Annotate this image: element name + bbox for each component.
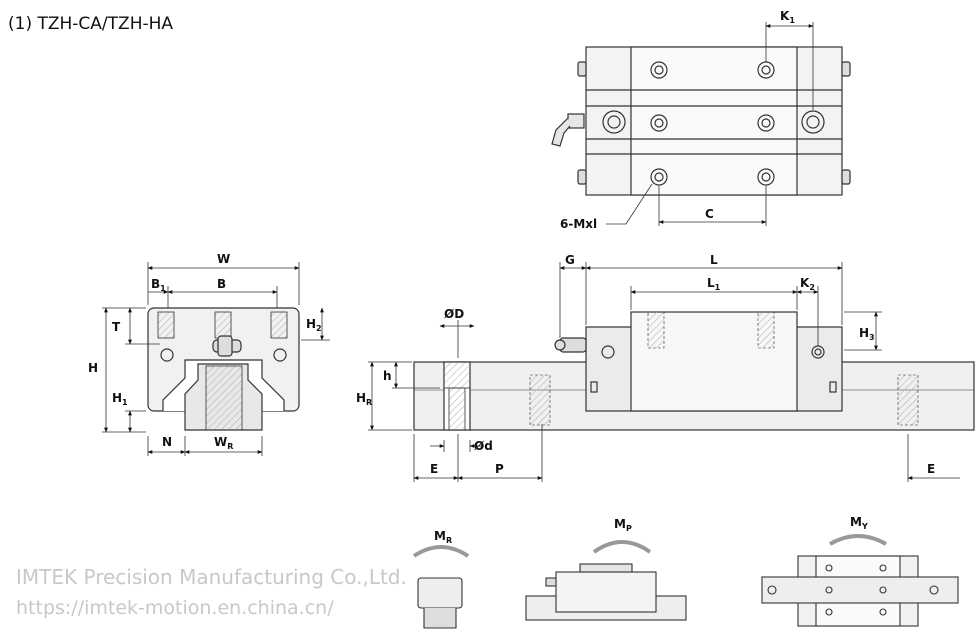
watermark-company: IMTEK Precision Manufacturing Co.,Ltd. xyxy=(16,565,407,589)
k2-label: K2 xyxy=(800,276,815,292)
mp-label: MP xyxy=(614,517,632,533)
t-label: T xyxy=(112,320,121,334)
e-right-label: E xyxy=(927,462,935,476)
h2-label: H2 xyxy=(306,317,322,333)
wr-label: WR xyxy=(214,435,233,451)
small-od-label: Ød xyxy=(474,439,493,453)
watermark-url: https://imtek-motion.en.china.cn/ xyxy=(16,597,334,619)
mr-label: MR xyxy=(434,529,452,545)
top-view xyxy=(551,22,851,226)
k1-label: K1 xyxy=(780,9,795,25)
e-left-label: E xyxy=(430,462,438,476)
small-h-label: h xyxy=(383,369,392,383)
h-label: H xyxy=(88,361,98,375)
end-view xyxy=(102,262,330,456)
hr-label: HR xyxy=(356,391,372,407)
h3-label: H3 xyxy=(859,326,875,342)
b-label: B xyxy=(217,277,226,291)
grease-nipple-icon xyxy=(212,335,242,357)
b1-label: B1 xyxy=(151,277,166,293)
moment-mr-icon xyxy=(412,545,470,629)
n-label: N xyxy=(162,435,172,449)
mounting-holes xyxy=(650,61,775,186)
moment-my-icon xyxy=(761,534,959,627)
od-label: ØD xyxy=(444,307,464,321)
h1-label: H1 xyxy=(112,391,128,407)
w-label: W xyxy=(217,252,230,266)
diagram-title: (1) TZH-CA/TZH-HA xyxy=(8,14,174,34)
l1-label: L1 xyxy=(707,276,721,292)
l-label: L xyxy=(710,253,718,267)
c-label: C xyxy=(705,207,714,221)
my-label: MY xyxy=(850,515,868,531)
side-view xyxy=(368,262,975,482)
grease-nipple-icon xyxy=(551,113,585,147)
moment-mp-icon xyxy=(525,540,687,621)
mxl-label: 6-Mxl xyxy=(560,217,597,231)
g-label: G xyxy=(565,253,575,267)
p-label: P xyxy=(495,462,504,476)
grease-nipple-icon xyxy=(554,337,587,353)
